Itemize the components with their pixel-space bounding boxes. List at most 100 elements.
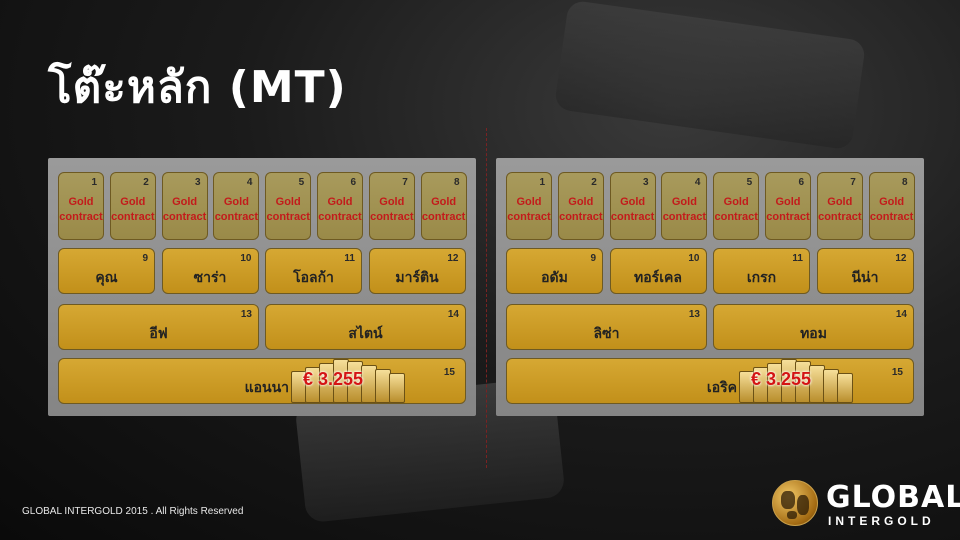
seat-name: มาร์ติน <box>370 267 465 289</box>
contract-label: contract <box>818 211 861 223</box>
seat-number: 10 <box>240 253 251 264</box>
seat-15[interactable]: 15 เอริค € 3.255 <box>506 358 914 404</box>
seat-13[interactable]: 13 ลิซ่า <box>506 304 707 350</box>
seat-number: 1 <box>91 177 97 188</box>
gold-label: Gold <box>120 196 145 208</box>
contract-label: contract <box>422 211 465 223</box>
seat-number: 13 <box>689 309 700 320</box>
seat-12[interactable]: 12 นีน่า <box>817 248 914 294</box>
seat-13[interactable]: 13 อีฟ <box>58 304 259 350</box>
gold-contract-label: Gold contract <box>611 195 655 225</box>
contract-label: contract <box>215 211 258 223</box>
seat-9[interactable]: 9 อดัม <box>506 248 603 294</box>
contract-label: contract <box>559 211 602 223</box>
seat-name: อดัม <box>507 267 602 289</box>
seat-number: 8 <box>902 177 908 188</box>
seat-number: 8 <box>454 177 460 188</box>
seat-10[interactable]: 10 ซาร่า <box>162 248 259 294</box>
contract-label: contract <box>766 211 809 223</box>
contract-label: contract <box>111 211 154 223</box>
gold-label: Gold <box>620 196 645 208</box>
gold-contract-label: Gold contract <box>214 195 258 225</box>
price-label: € 3.255 <box>303 369 363 390</box>
gold-label: Gold <box>775 196 800 208</box>
contract-label: contract <box>266 211 309 223</box>
seat-name: คุณ <box>59 267 154 289</box>
seat-name: แอนนา <box>59 377 289 399</box>
seat-number: 2 <box>591 177 597 188</box>
seat-number: 11 <box>344 253 355 264</box>
seat-number: 2 <box>143 177 149 188</box>
seat-name: ทอร์เคล <box>611 267 706 289</box>
contract-label: contract <box>611 211 654 223</box>
seat-number: 10 <box>688 253 699 264</box>
gold-contract-label: Gold contract <box>422 195 466 225</box>
seat-number: 13 <box>241 309 252 320</box>
logo-text-intergold: INTERGOLD <box>828 514 935 528</box>
seat-number: 9 <box>590 253 596 264</box>
gold-label: Gold <box>431 196 456 208</box>
seat-number: 5 <box>299 177 305 188</box>
seat-name: อีฟ <box>59 323 258 345</box>
background-gold-bar <box>554 0 866 150</box>
seat-11[interactable]: 11 โอลก้า <box>265 248 362 294</box>
seat-number: 4 <box>695 177 701 188</box>
gold-label: Gold <box>516 196 541 208</box>
seat-name: เอริค <box>507 377 737 399</box>
contract-label: contract <box>507 211 550 223</box>
gold-label: Gold <box>672 196 697 208</box>
logo-text-global: GLOBAL <box>826 480 960 515</box>
contract-label: contract <box>714 211 757 223</box>
seat-name: โอลก้า <box>266 267 361 289</box>
gold-label: Gold <box>379 196 404 208</box>
price-label: € 3.255 <box>751 369 811 390</box>
contract-label: contract <box>59 211 102 223</box>
seat-name: ลิซ่า <box>507 323 706 345</box>
seat-number: 14 <box>448 309 459 320</box>
gold-label: Gold <box>327 196 352 208</box>
gold-label: Gold <box>724 196 749 208</box>
seat-number: 5 <box>747 177 753 188</box>
gold-bar-icon <box>837 373 853 403</box>
seat-10[interactable]: 10 ทอร์เคล <box>610 248 707 294</box>
seat-number: 3 <box>643 177 649 188</box>
seat-number: 7 <box>402 177 408 188</box>
gold-bar-icon <box>389 373 405 403</box>
gold-label: Gold <box>827 196 852 208</box>
seat-number: 6 <box>798 177 804 188</box>
seat-number: 15 <box>892 367 903 378</box>
gold-contract-label: Gold contract <box>266 195 310 225</box>
seat-number: 12 <box>895 253 906 264</box>
page-title: โต๊ะหลัก (MT) <box>48 52 347 122</box>
gold-contract-label: Gold contract <box>111 195 155 225</box>
seat-name: นีน่า <box>818 267 913 289</box>
gold-label: Gold <box>224 196 249 208</box>
gold-label: Gold <box>276 196 301 208</box>
seat-name: ซาร่า <box>163 267 258 289</box>
